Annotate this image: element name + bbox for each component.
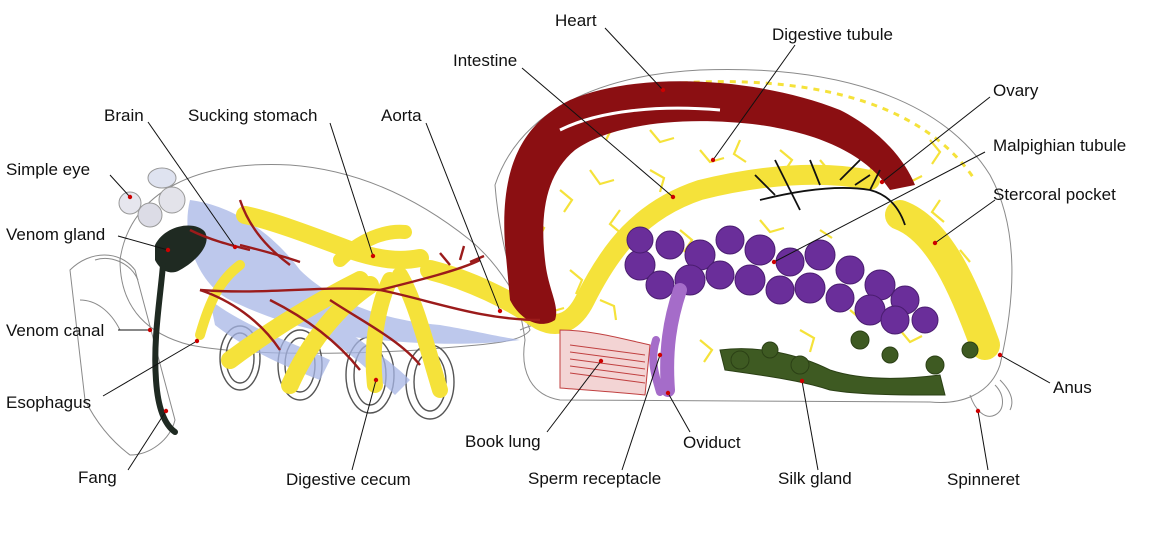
venom-gland <box>152 225 207 435</box>
label-venom-canal: Venom canal <box>6 321 104 340</box>
simple-eyes <box>118 167 186 228</box>
label-fang: Fang <box>78 468 117 487</box>
label-aorta: Aorta <box>381 106 422 125</box>
chelicera-outline <box>69 254 176 456</box>
label-venom-gland: Venom gland <box>6 225 105 244</box>
vessels <box>189 199 541 371</box>
label-sucking-stomach: Sucking stomach <box>188 106 317 125</box>
label-heart: Heart <box>555 11 597 30</box>
label-digestive-tubule: Digestive tubule <box>772 25 893 44</box>
leader-lines <box>102 27 1051 471</box>
label-esophagus: Esophagus <box>6 393 91 412</box>
label-intestine: Intestine <box>453 51 517 70</box>
silk-gland <box>719 330 979 396</box>
label-anus: Anus <box>1053 378 1092 397</box>
label-ovary: Ovary <box>993 81 1039 100</box>
label-malpighian-tubule: Malpighian tubule <box>993 136 1126 155</box>
label-spinneret: Spinneret <box>947 470 1020 489</box>
malpighian-tubule <box>754 159 906 226</box>
label-book-lung: Book lung <box>465 432 541 451</box>
label-silk-gland: Silk gland <box>778 469 852 488</box>
label-oviduct: Oviduct <box>683 433 741 452</box>
spinneret <box>969 379 1013 417</box>
label-brain: Brain <box>104 106 144 125</box>
heart <box>504 81 915 324</box>
ovary <box>624 225 939 335</box>
label-dots <box>127 87 1003 414</box>
abdomen-inner-lining <box>513 80 977 181</box>
labels: Heart Digestive tubule Intestine Ovary M… <box>6 11 1126 489</box>
book-lung <box>559 329 651 396</box>
label-digestive-cecum: Digestive cecum <box>286 470 411 489</box>
label-simple-eye: Simple eye <box>6 160 90 179</box>
reproductive-ducts <box>649 283 687 397</box>
label-sperm-receptacle: Sperm receptacle <box>528 469 661 488</box>
label-stercoral-pocket: Stercoral pocket <box>993 185 1116 204</box>
